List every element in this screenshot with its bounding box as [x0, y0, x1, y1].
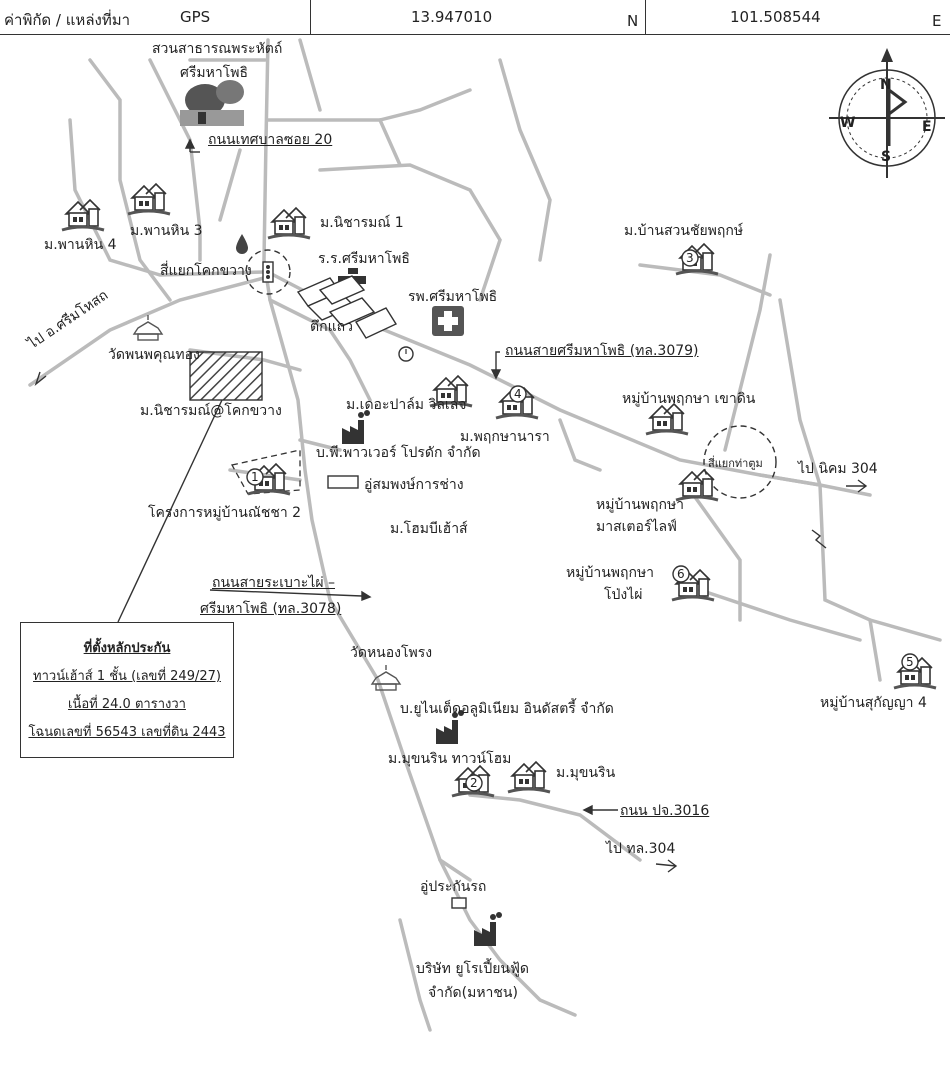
lon-suffix: E [932, 12, 942, 30]
coord-label: ค่าพิกัด / แหล่งที่มา [4, 11, 131, 29]
collateral-plot [189, 351, 263, 401]
label-pan-hin-4: ม.พานหิน 4 [44, 237, 117, 253]
park-tree-icon [180, 80, 244, 126]
lat-cell: 13.947010 N [310, 0, 646, 34]
label-wat-nong-phrong: วัดหนองโพรง [350, 645, 433, 661]
label-pan-hin-3: ม.พานหิน 3 [130, 223, 203, 239]
label-phruksa-pong-1: หมู่บ้านพฤกษา [566, 565, 655, 581]
label-arrows [34, 138, 868, 873]
label-road-thetsaban: ถนนเทศบาลซอย 20 [208, 132, 333, 148]
collateral-title: ที่ตั้งหลักประกัน [83, 641, 171, 656]
label-shophouse: ตึกแถว [310, 319, 353, 335]
label-sukanya-4: หมู่บ้านสุกัญญา 4 [820, 695, 927, 711]
compass-e: E [922, 119, 932, 135]
label-intersection-tha-tum: สี่แยกท่าตูม [708, 457, 763, 470]
label-road-3079: ถนนสายศรีมหาโพธิ (ทล.3079) [505, 343, 699, 359]
lon-value: 101.508544 [730, 8, 821, 26]
coordinate-header: ค่าพิกัด / แหล่งที่มา GPS 13.947010 N 10… [0, 0, 950, 35]
label-united-aluminium: บ.ยูไนเต็ดอลูมิเนียม อินดัสตรี้ จำกัด [400, 701, 614, 717]
label-garage-insurance: อู่ประกันรถ [420, 879, 487, 895]
label-park-2: ศรีมหาโพธิ [180, 65, 249, 81]
marker-number: 3 [686, 251, 694, 265]
intersection-circle-khok [245, 249, 291, 295]
marker-number: 6 [677, 567, 685, 581]
label-phruksa-khao-din: หมู่บ้านพฤกษา เขาดิน [622, 391, 756, 407]
road-break-icon [811, 529, 827, 549]
label-park-1: สวนสาธารณพระหัตถ์ [152, 41, 283, 57]
collateral-line-3: โฉนดเลขที่ 56543 เลขที่ดิน 2443 [28, 725, 226, 740]
intersection-circle-tha-tum [703, 425, 777, 499]
label-mukhonrin: ม.มุขนริน [556, 765, 616, 781]
collateral-pointer-line [117, 399, 223, 623]
compass-n: N [880, 77, 892, 93]
label-nicharam-khok: ม.นิชารมณ์@โคกขวาง [140, 403, 282, 419]
label-phruksa-nara: ม.พฤกษานารา [460, 429, 550, 445]
hospital-icon [432, 306, 464, 336]
label-road-pj-3016: ถนน ปจ.3016 [620, 803, 710, 819]
compass-icon [829, 48, 945, 178]
compass-s: S [881, 149, 892, 165]
label-nicharam-1: ม.นิชารมณ์ 1 [320, 215, 404, 231]
marker-number: 1 [251, 470, 259, 484]
lat-value: 13.947010 [411, 8, 493, 26]
garage-somphong-icon [327, 475, 359, 489]
compass-w: W [840, 115, 856, 131]
label-hospital: รพ.ศรีมหาโพธิ [408, 289, 498, 305]
label-phruksa-pong-2: โป่งไผ่ [604, 587, 643, 603]
label-school: ร.ร.ศรีมหาโพธิ [318, 251, 410, 267]
marker-number: 2 [470, 776, 478, 790]
label-euro-2: จำกัด(มหาชน) [428, 985, 518, 1001]
label-palm-village: ม.เดอะปาล์ม วิลเลจ [346, 397, 467, 413]
shophouse-blocks [296, 275, 398, 339]
garage-insurance-icon [451, 897, 467, 909]
label-wat-phukhunthong: วัดพนพคุณทอง [108, 347, 200, 363]
number-markers [246, 249, 919, 792]
label-power-product: บ.พี.พาวเวอร์ โปรดัก จำกัด [316, 445, 481, 461]
marker-number: 5 [906, 655, 914, 669]
label-garage-somphong: อู่สมพงษ์การช่าง [364, 477, 464, 493]
label-euro-1: บริษัท ยูโรเปี้ยนฟู้ด [416, 961, 530, 977]
lon-cell: 101.508544 E [645, 0, 950, 34]
label-home-b-house: ม.โฮมบีเฮ้าส์ [390, 521, 468, 537]
collateral-line-1: ทาวน์เฮ้าส์ 1 ชั้น (เลขที่ 249/27) [33, 669, 221, 684]
label-suan-chai: ม.บ้านสวนชัยพฤกษ์ [624, 223, 744, 239]
collateral-line-2: เนื้อที่ 24.0 ตารางวา [68, 697, 186, 712]
label-to-nikhom-304: ไป นิคม 304 [798, 461, 878, 477]
label-phruksa-master-1: หมู่บ้านพฤกษา [596, 497, 685, 513]
lat-suffix: N [627, 12, 639, 30]
label-intersection-khok: สี่แยกโคกขวาง [160, 263, 252, 279]
collateral-info-box: ที่ตั้งหลักประกัน ทาวน์เฮ้าส์ 1 ชั้น (เล… [20, 622, 234, 758]
label-road-3078-2: ศรีมหาโพธิ (ทล.3078) [200, 601, 342, 617]
label-nanchaya-2: โครงการหมู่บ้านณัชชา 2 [148, 505, 302, 521]
nanchaya-area [231, 449, 301, 495]
marker-number: 4 [514, 387, 522, 401]
label-phruksa-master-2: มาสเตอร์ไลฟ์ [596, 519, 677, 535]
label-road-3078-1: ถนนสายระเบาะไผ่ – [212, 575, 336, 591]
gas-station-icon [236, 234, 248, 254]
label-mukhonrin-townhome: ม.มุขนริน ทาวน์โฮม [388, 751, 512, 767]
label-to-304: ไป ทล.304 [606, 841, 676, 857]
coord-source: GPS [180, 8, 211, 26]
